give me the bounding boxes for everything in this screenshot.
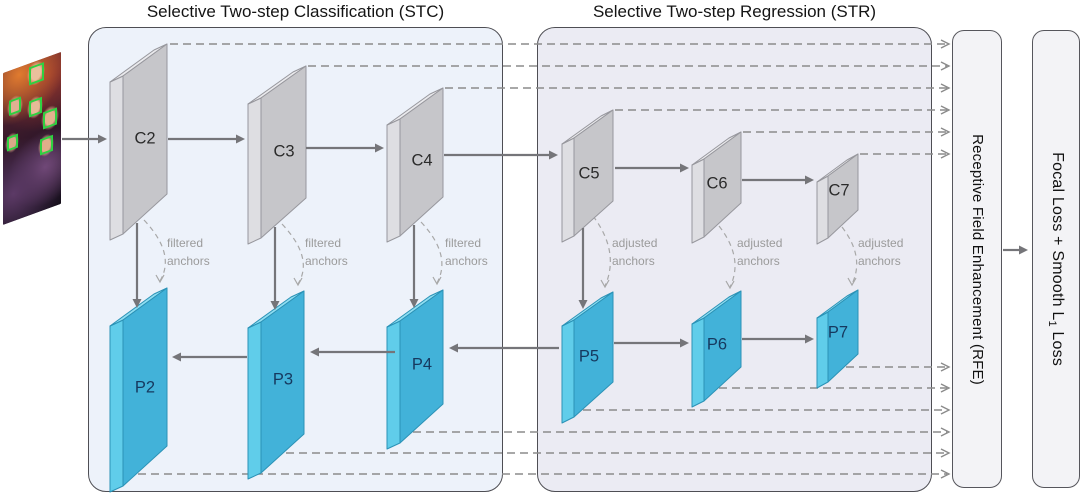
skip-connection-arrowhead [940,427,951,437]
loss-panel: Focal Loss + Smooth L1 Loss [1032,30,1080,488]
loss-label: Focal Loss + Smooth L1 Loss [1046,152,1066,366]
face-detection-box [7,133,18,152]
skip-connection-arrowhead [940,105,951,115]
face-detection-box [9,96,21,116]
skip-connection-arrowhead [940,149,951,159]
face-detection-box [29,62,44,86]
flow-arrowhead [1019,245,1028,255]
anchor-label-adjusted-2: adjusted anchors [737,236,783,268]
anchor-label-adjusted-1: adjusted anchors [612,236,658,268]
skip-connection-arrowhead [940,383,951,393]
skip-connection-arrowhead [940,61,951,71]
loss-label-suffix: Loss [1049,326,1067,366]
face-detection-box [40,134,53,156]
skip-connection-arrowhead [940,39,951,49]
skip-connection-arrowhead [940,469,951,479]
anchor-label-adjusted-3: adjusted anchors [858,236,904,268]
loss-label-sub: 1 [1045,320,1058,327]
rfe-label: Receptive Field Enhancement (RFE) [968,133,986,385]
loss-label-prefix: Focal Loss + Smooth L [1049,152,1067,321]
input-image [3,51,61,225]
rfe-panel: Receptive Field Enhancement (RFE) [952,30,1002,488]
str-title: Selective Two-step Regression (STR) [592,2,877,21]
skip-connection-arrowhead [940,362,951,372]
stc-panel [88,27,503,492]
face-detection-box [29,96,42,118]
skip-connection-arrowhead [940,83,951,93]
stc-title: Selective Two-step Classification (STC) [146,2,445,21]
skip-connection-arrowhead [940,405,951,415]
anchor-label-filtered-1: filtered anchors [167,236,210,268]
anchor-label-filtered-2: filtered anchors [305,236,348,268]
face-detection-box [43,107,57,130]
anchor-label-filtered-3: filtered anchors [445,236,488,268]
skip-connection-arrowhead [940,127,951,137]
skip-connection-arrowhead [940,448,951,458]
